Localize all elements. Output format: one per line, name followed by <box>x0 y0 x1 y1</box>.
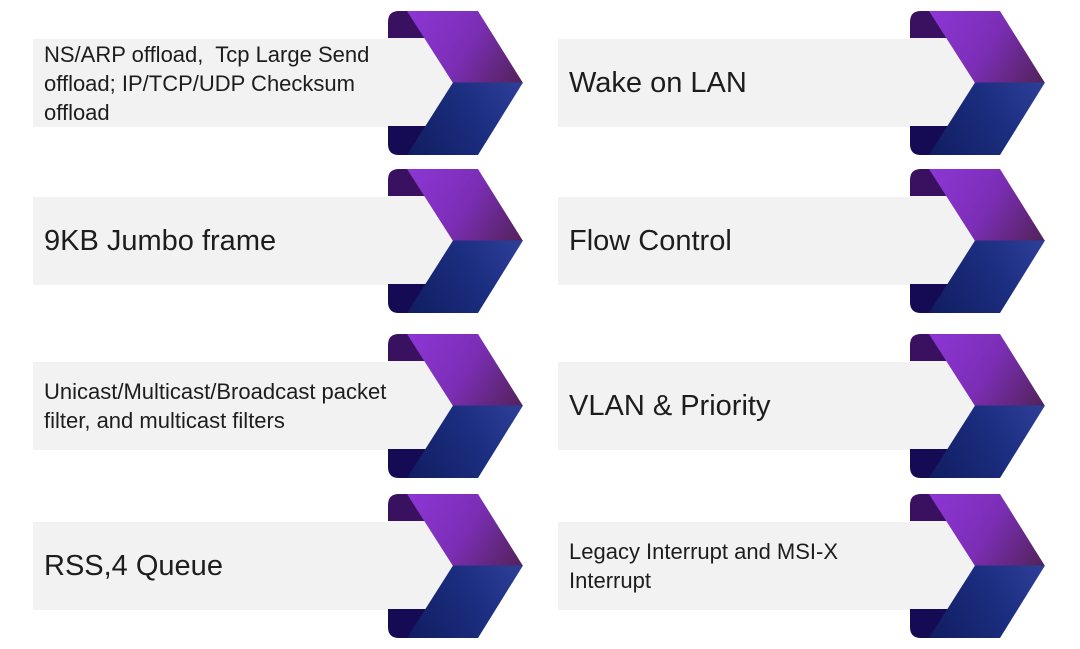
feature-item-vlan-priority: VLAN & Priority <box>558 334 1045 478</box>
feature-bar: NS/ARP offload, Tcp Large Send offload; … <box>33 39 390 127</box>
chevron-arrow-icon <box>388 169 523 313</box>
feature-bar: 9KB Jumbo frame <box>33 197 390 285</box>
feature-label: RSS,4 Queue <box>44 549 223 582</box>
feature-label: VLAN & Priority <box>569 389 771 422</box>
chevron-arrow-icon <box>388 11 523 155</box>
chevron-arrow-icon <box>910 11 1045 155</box>
chevron-arrow-icon <box>910 494 1045 638</box>
feature-item-offload: NS/ARP offload, Tcp Large Send offload; … <box>33 11 523 155</box>
feature-label: Unicast/Multicast/Broadcast packet filte… <box>44 379 387 433</box>
feature-bar: Legacy Interrupt and MSI-X Interrupt <box>558 522 910 610</box>
feature-item-interrupt: Legacy Interrupt and MSI-X Interrupt <box>558 494 1045 638</box>
feature-bar: Unicast/Multicast/Broadcast packet filte… <box>33 362 390 450</box>
feature-item-rss-queue: RSS,4 Queue <box>33 494 523 638</box>
feature-item-packet-filter: Unicast/Multicast/Broadcast packet filte… <box>33 334 523 478</box>
feature-label: NS/ARP offload, Tcp Large Send offload; … <box>44 41 376 125</box>
chevron-arrow-icon <box>388 334 523 478</box>
feature-item-flow-control: Flow Control <box>558 169 1045 313</box>
feature-bar: VLAN & Priority <box>558 362 910 450</box>
chevron-arrow-icon <box>910 334 1045 478</box>
feature-label: Legacy Interrupt and MSI-X Interrupt <box>569 539 845 593</box>
chevron-arrow-icon <box>910 169 1045 313</box>
feature-label: Flow Control <box>569 224 732 257</box>
feature-item-jumbo-frame: 9KB Jumbo frame <box>33 169 523 313</box>
feature-bar: Flow Control <box>558 197 910 285</box>
feature-label: Wake on LAN <box>569 66 747 99</box>
feature-label: 9KB Jumbo frame <box>44 224 277 257</box>
chevron-arrow-icon <box>388 494 523 638</box>
feature-bar: Wake on LAN <box>558 39 910 127</box>
feature-item-wake-on-lan: Wake on LAN <box>558 11 1045 155</box>
feature-bar: RSS,4 Queue <box>33 522 390 610</box>
